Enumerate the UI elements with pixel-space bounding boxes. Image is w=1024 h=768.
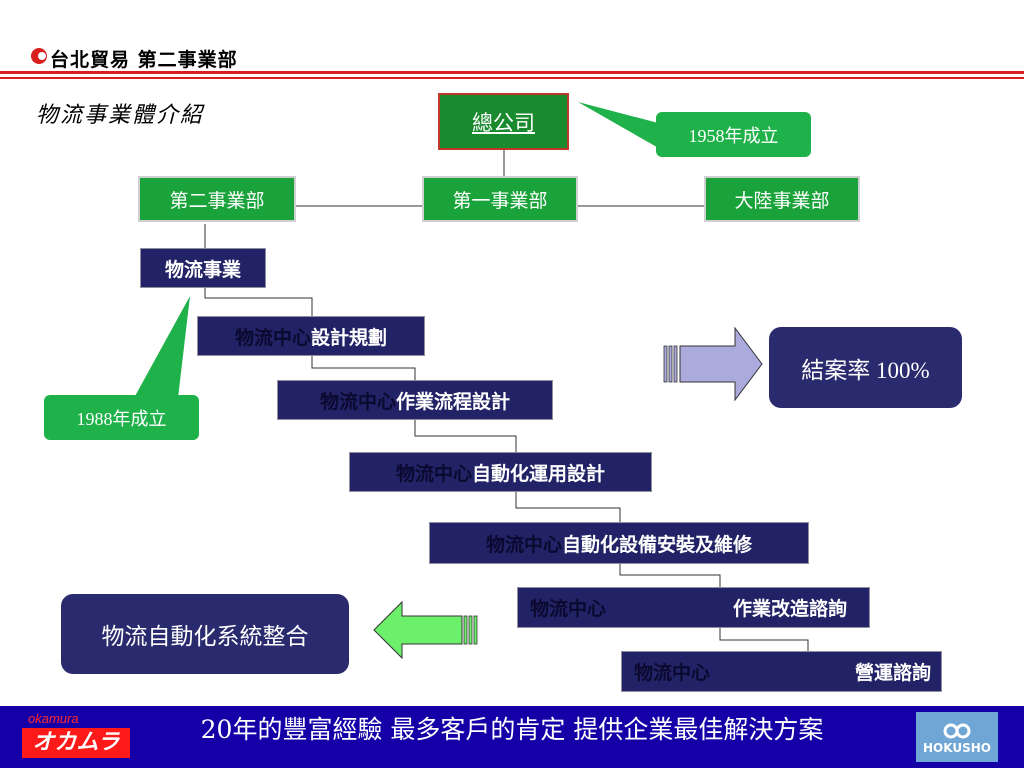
hokusho-logo: HOKUSHO xyxy=(916,712,998,762)
step-prefix: 物流中心 xyxy=(319,390,396,413)
header-divider-thin xyxy=(0,77,1024,79)
step-prefix: 物流中心 xyxy=(234,326,311,349)
company-logo-icon xyxy=(31,48,47,64)
step-prefix: 物流中心 xyxy=(634,662,711,684)
div2-box: 第二事業部 xyxy=(138,176,296,222)
step-prefix: 物流中心 xyxy=(485,533,562,556)
step-suffix: 作業流程設計 xyxy=(396,390,511,413)
integration-box: 物流自動化系統整合 xyxy=(61,594,349,674)
okamura-logo: okamura オカムラ xyxy=(22,712,130,760)
okamura-logo-main: オカムラ xyxy=(22,728,130,758)
footer-slogan: 20年的豐富經驗 最多客戶的肯定 提供企業最佳解決方案 xyxy=(200,715,824,744)
success-rate-box: 結案率 100% xyxy=(769,327,962,408)
logistics-box: 物流事業 xyxy=(140,248,266,288)
step-prefix: 物流中心 xyxy=(395,462,472,485)
hokusho-emblem-icon xyxy=(943,723,971,739)
step-process-design: 物流中心作業流程設計 xyxy=(277,380,553,420)
step-suffix: 作業改造諮詢 xyxy=(732,598,847,620)
step-suffix: 自動化運用設計 xyxy=(472,462,606,485)
step-equipment-install: 物流中心自動化設備安裝及維修 xyxy=(429,522,809,564)
step-operation-reform: 物流中心 作業改造諮詢 xyxy=(517,587,870,628)
div1-box: 第一事業部 xyxy=(422,176,578,222)
step-suffix: 營運諮詢 xyxy=(854,662,931,684)
footer-bar xyxy=(0,706,1024,768)
china-div-box: 大陸事業部 xyxy=(704,176,860,222)
step-suffix: 設計規劃 xyxy=(311,326,388,349)
step-operation-consult: 物流中心 營運諮詢 xyxy=(621,651,942,692)
step-design-planning: 物流中心設計規劃 xyxy=(197,316,425,356)
header-divider xyxy=(0,71,1024,74)
left-arrow-icon xyxy=(373,600,478,660)
step-prefix: 物流中心 xyxy=(530,598,607,620)
right-arrow-icon xyxy=(663,326,763,402)
hq-box: 總公司 xyxy=(438,93,569,150)
step-suffix: 自動化設備安裝及維修 xyxy=(562,533,753,556)
header-title: 台北貿易 第二事業部 xyxy=(50,49,238,71)
logistics-founded-callout: 1988年成立 xyxy=(44,395,199,440)
step-automation-design: 物流中心自動化運用設計 xyxy=(349,452,652,492)
page-title: 物流事業體介紹 xyxy=(36,103,205,128)
callout-tail xyxy=(134,296,190,398)
hq-founded-callout: 1958年成立 xyxy=(656,112,811,157)
callout-tail xyxy=(578,102,662,150)
okamura-logo-top: okamura xyxy=(28,711,79,726)
hokusho-logo-text: HOKUSHO xyxy=(923,741,991,755)
